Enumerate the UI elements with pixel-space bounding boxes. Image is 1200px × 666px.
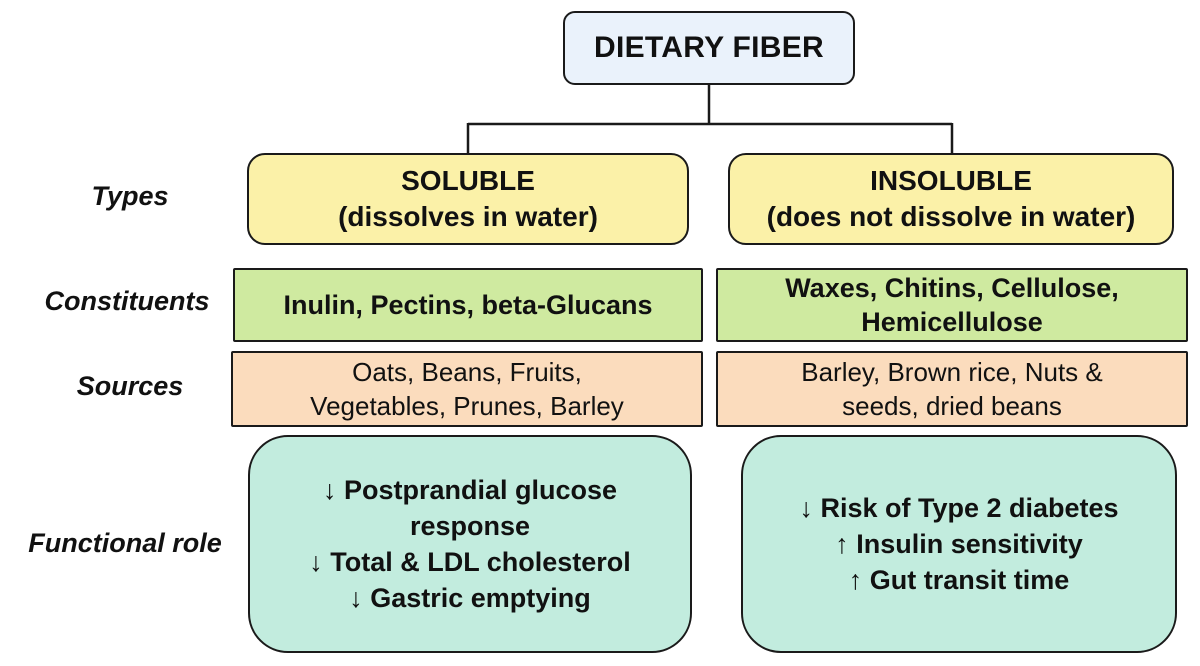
dietary-fiber-root-box: DIETARY FIBER bbox=[563, 11, 855, 85]
soluble-sources-line: Oats, Beans, Fruits, bbox=[352, 357, 582, 387]
soluble-sources-line: Vegetables, Prunes, Barley bbox=[310, 391, 624, 421]
soluble-title: SOLUBLE bbox=[401, 165, 535, 196]
soluble-role-line: ↓ Total & LDL cholesterol bbox=[309, 547, 631, 577]
soluble-functional-role-box: ↓ Postprandial glucose response ↓ Total … bbox=[248, 435, 692, 653]
insoluble-functional-role-box: ↓ Risk of Type 2 diabetes ↑ Insulin sens… bbox=[741, 435, 1177, 653]
insoluble-role-line: ↓ Risk of Type 2 diabetes bbox=[799, 493, 1119, 523]
insoluble-constituents-line: Hemicellulose bbox=[861, 307, 1043, 337]
insoluble-title: INSOLUBLE bbox=[870, 165, 1032, 196]
insoluble-sources-line: seeds, dried beans bbox=[842, 391, 1062, 421]
insoluble-constituents-line: Waxes, Chitins, Cellulose, bbox=[785, 273, 1119, 303]
types-row-label: Types bbox=[91, 181, 169, 211]
soluble-subtitle: (dissolves in water) bbox=[338, 201, 598, 232]
insoluble-constituents-box: Waxes, Chitins, Cellulose, Hemicellulose bbox=[716, 268, 1188, 342]
root-label: DIETARY FIBER bbox=[593, 31, 825, 64]
insoluble-subtitle: (does not dissolve in water) bbox=[766, 201, 1136, 232]
soluble-constituents-box: Inulin, Pectins, beta-Glucans bbox=[233, 268, 703, 342]
insoluble-sources-box: Barley, Brown rice, Nuts & seeds, dried … bbox=[716, 351, 1188, 427]
soluble-role-line: ↓ Gastric emptying bbox=[349, 583, 591, 613]
insoluble-role-line: ↑ Insulin sensitivity bbox=[835, 529, 1083, 559]
soluble-role-line: ↓ Postprandial glucose bbox=[322, 475, 618, 505]
insoluble-role-line: ↑ Gut transit time bbox=[848, 565, 1070, 595]
insoluble-sources-line: Barley, Brown rice, Nuts & bbox=[801, 357, 1103, 387]
insoluble-type-box: INSOLUBLE (does not dissolve in water) bbox=[728, 153, 1174, 245]
soluble-sources-box: Oats, Beans, Fruits, Vegetables, Prunes,… bbox=[231, 351, 703, 427]
soluble-role-line: response bbox=[409, 511, 531, 541]
soluble-type-box: SOLUBLE (dissolves in water) bbox=[247, 153, 689, 245]
sources-row-label: Sources bbox=[76, 371, 184, 401]
functional-role-row-label: Functional role bbox=[28, 528, 222, 558]
constituents-row-label: Constituents bbox=[44, 286, 210, 316]
soluble-constituents-text: Inulin, Pectins, beta-Glucans bbox=[283, 290, 653, 320]
